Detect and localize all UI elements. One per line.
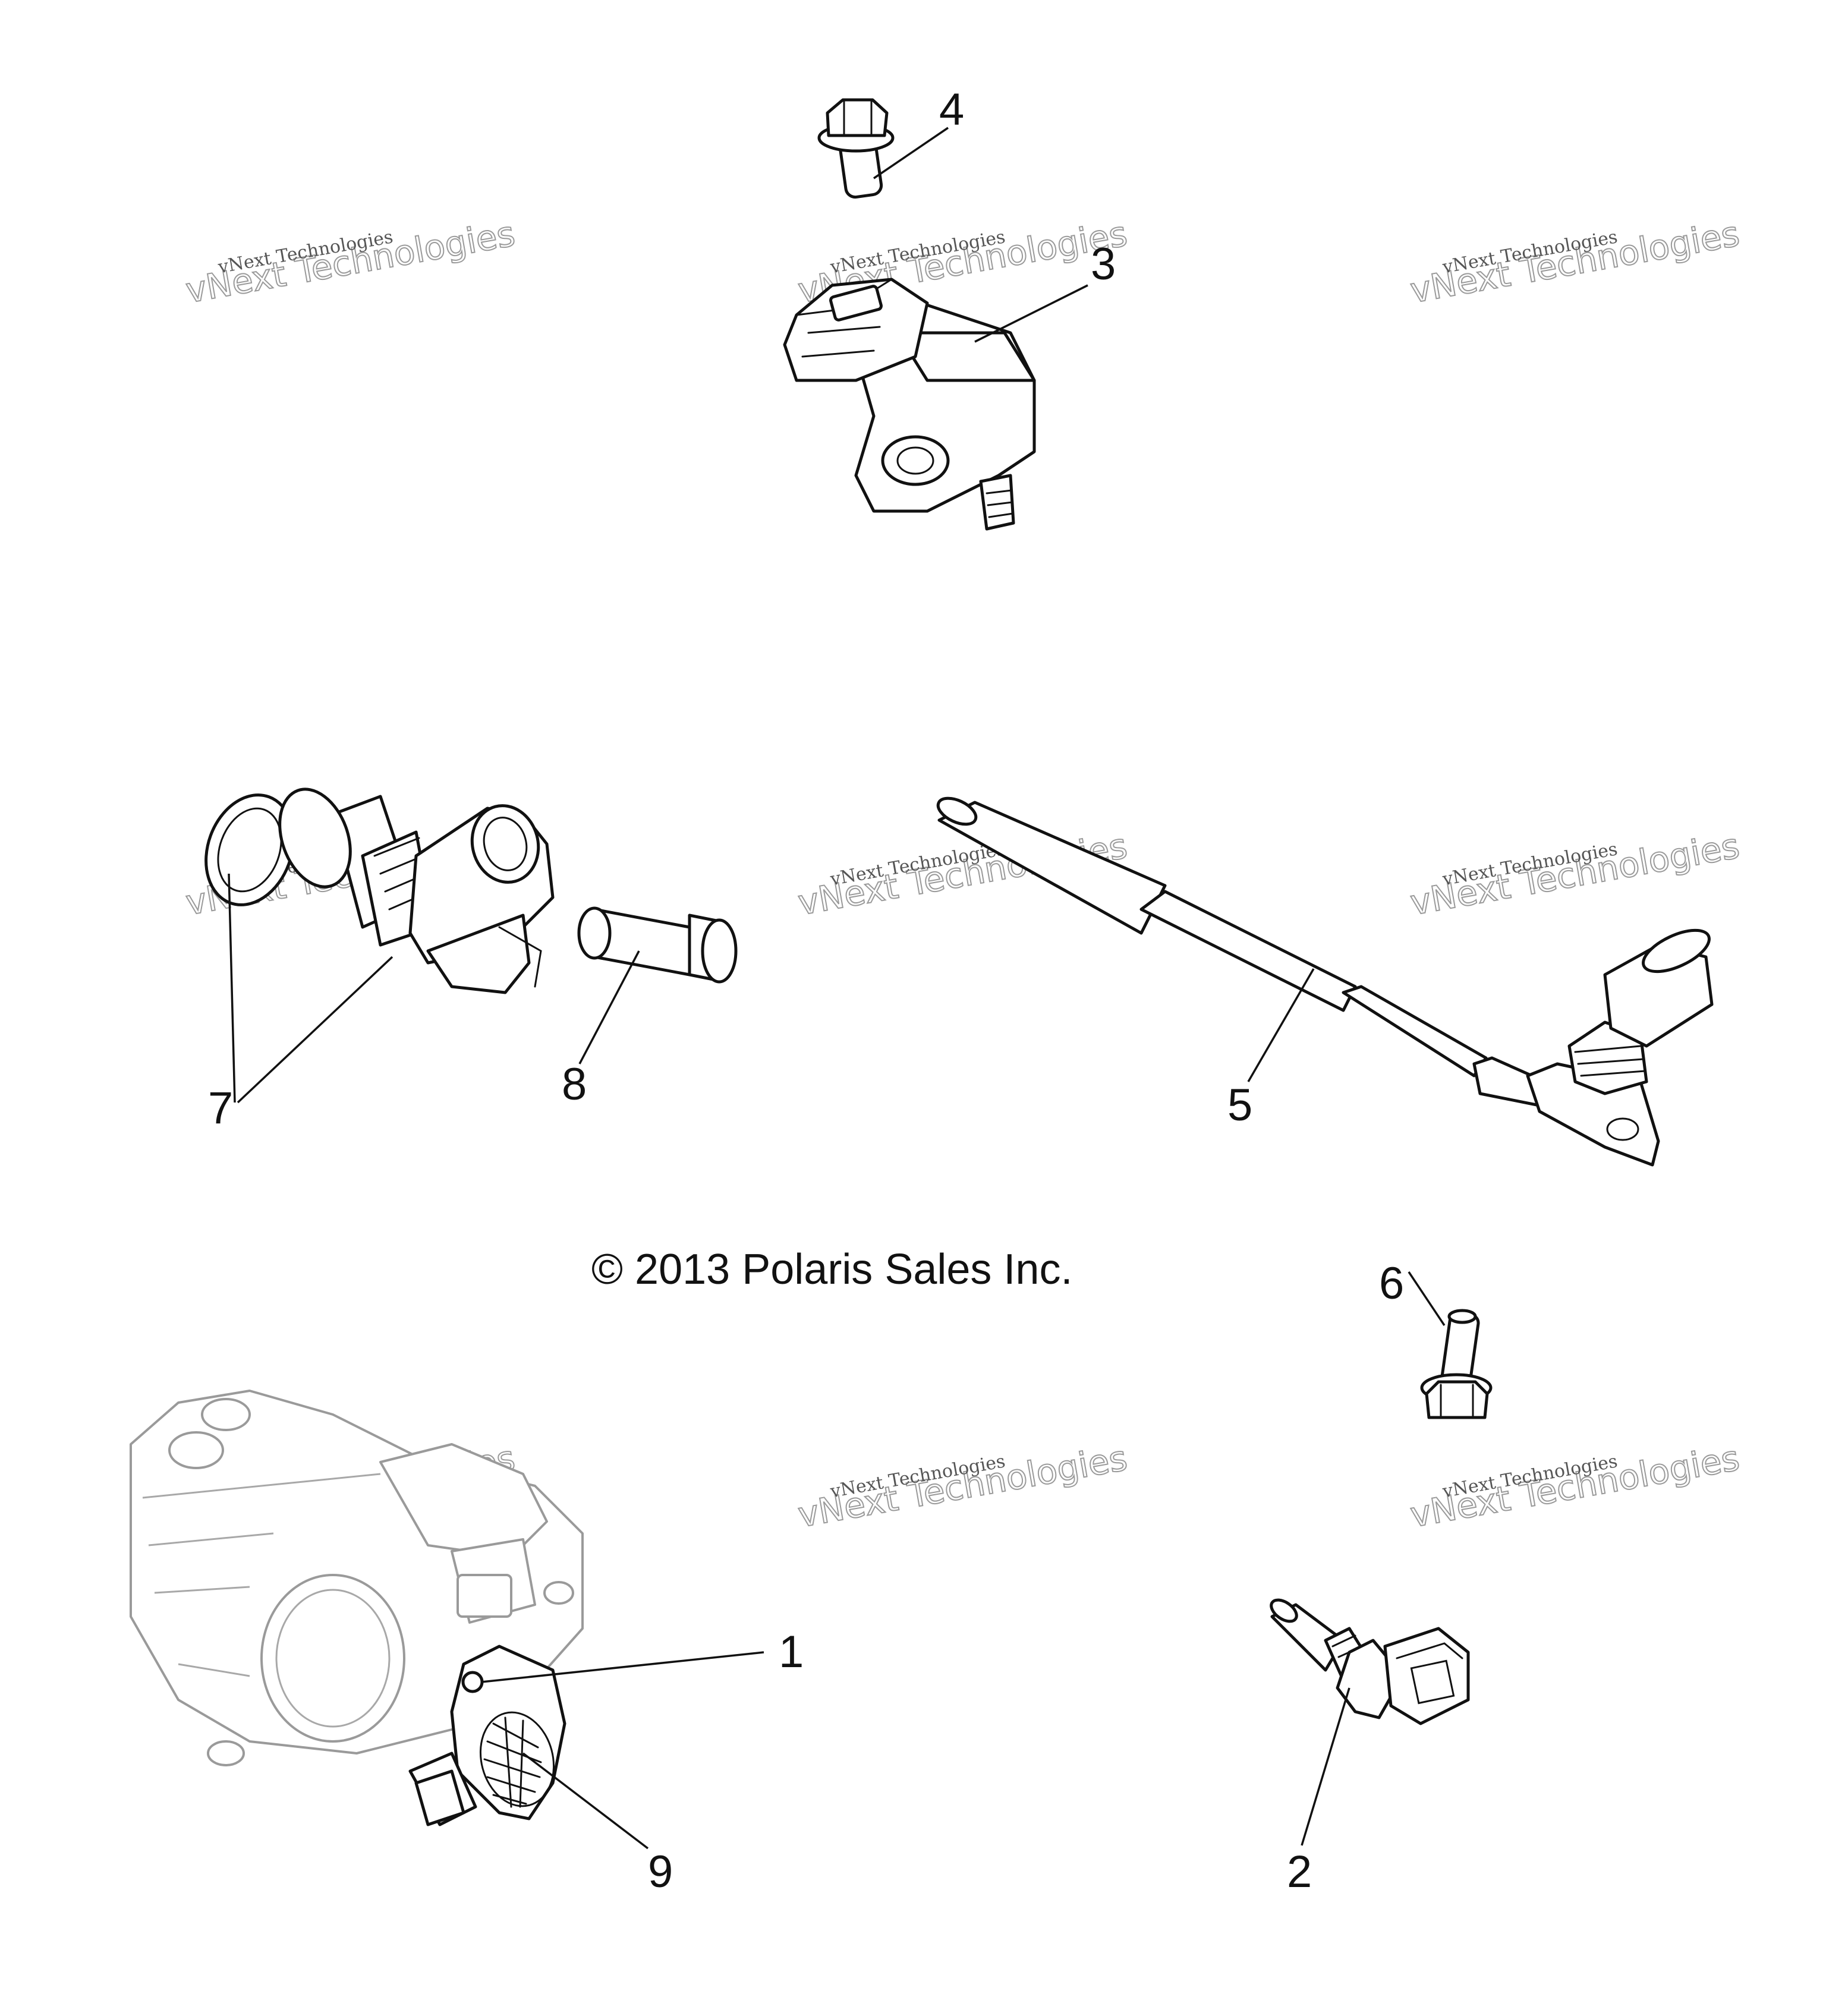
part-7-cam-sensor[interactable] (191, 779, 555, 994)
leader-8 (578, 950, 640, 1064)
callout-7: 7 (208, 1083, 233, 1133)
watermark: vNext Technologies vNext Technologies (795, 1437, 1131, 1536)
leader-3 (974, 284, 1088, 343)
callout-3: 3 (1091, 239, 1116, 289)
leader-lines (228, 127, 1446, 1850)
callout-9: 9 (648, 1847, 673, 1897)
callout-5: 5 (1227, 1080, 1252, 1130)
part-5-speed-sensor[interactable] (934, 793, 1715, 1167)
leader-9 (522, 1752, 649, 1850)
copyright-notice: © 2013 Polaris Sales Inc. (591, 1246, 1072, 1293)
part-2-temp-sensor[interactable] (1267, 1596, 1470, 1725)
callout-8: 8 (562, 1059, 587, 1110)
leader-7b (237, 956, 393, 1104)
leader-6 (1408, 1271, 1446, 1326)
watermark: vNext Technologies vNext Technologies (1407, 1437, 1743, 1536)
part-3-map-sensor[interactable] (783, 278, 1036, 531)
leader-1 (481, 1651, 764, 1683)
callout-1: 1 (779, 1627, 804, 1677)
part-8-sleeve[interactable] (577, 906, 738, 984)
leader-7a (228, 873, 236, 1103)
watermark: vNext Technologies vNext Technologies (1407, 825, 1743, 924)
leader-2 (1301, 1687, 1350, 1846)
watermark: vNext Technologies vNext Technologies (182, 213, 519, 311)
callout-4: 4 (939, 84, 964, 135)
callout-6: 6 (1379, 1258, 1404, 1309)
callout-2: 2 (1287, 1847, 1312, 1897)
leader-5 (1247, 968, 1315, 1082)
watermark: vNext Technologies vNext Technologies (1407, 213, 1743, 311)
part-9-tps[interactable] (408, 1645, 566, 1826)
leader-4 (873, 127, 949, 179)
part-4-bolt[interactable] (817, 98, 895, 199)
part-6-bolt[interactable] (1420, 1309, 1493, 1419)
